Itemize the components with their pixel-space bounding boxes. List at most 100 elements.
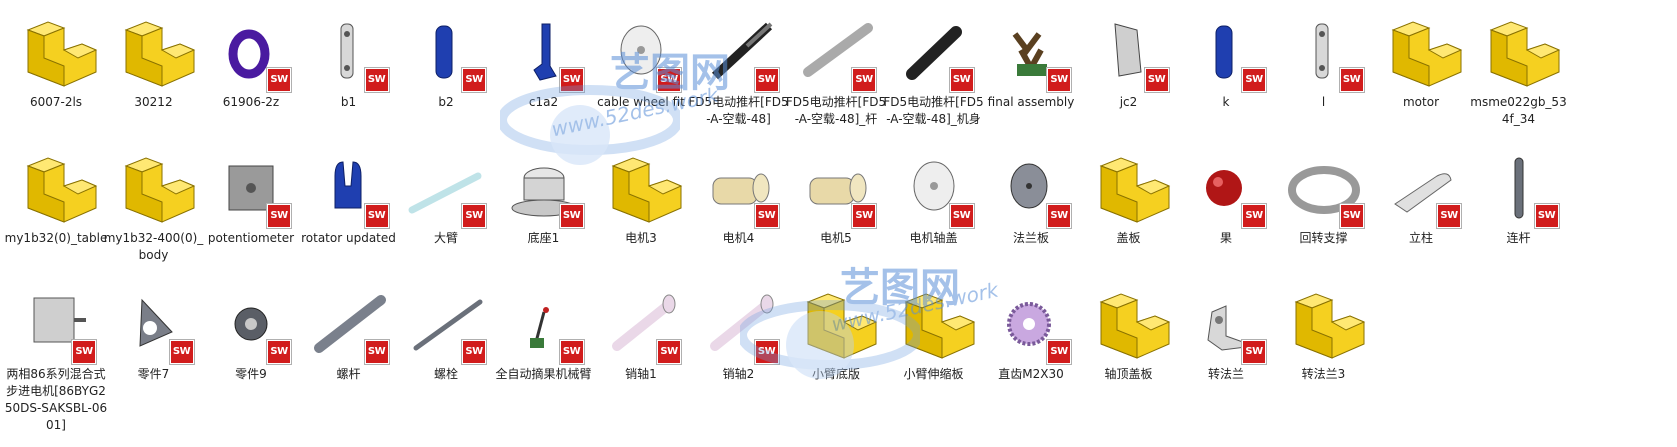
file-item[interactable]: msme022gb_534f_34 (1469, 10, 1569, 150)
file-item-label: my1b32(0)_table (4, 231, 108, 245)
solidworks-badge-icon: SW (267, 204, 291, 228)
solidworks-badge-icon: SW (1047, 340, 1071, 364)
solidworks-badge-icon: SW (1144, 68, 1169, 92)
actuator-part-icon (695, 10, 783, 92)
file-item-label: 大臂 (433, 231, 458, 245)
yellow-folder-icon (597, 146, 685, 228)
yellow-folder-icon (110, 146, 198, 228)
angle-bracket-part-icon (1182, 282, 1270, 364)
file-item-label: 法兰板 (1012, 231, 1049, 245)
file-item[interactable]: SW 法兰板 (981, 146, 1081, 286)
actuator-body-part-icon (890, 10, 978, 92)
file-item-label: 转法兰 (1207, 367, 1244, 381)
file-item[interactable]: SW 螺栓 (396, 282, 496, 422)
solidworks-badge-icon: SW (267, 68, 291, 92)
file-item[interactable]: motor (1371, 10, 1471, 150)
triangle-part-icon (110, 282, 198, 364)
solidworks-badge-icon: SW (1437, 204, 1461, 228)
pin-part-icon (597, 282, 685, 364)
blue-bracket-part-icon (402, 10, 490, 92)
yellow-folder-icon (1475, 10, 1563, 92)
file-item[interactable]: SW 直齿M2X30 (981, 282, 1081, 422)
file-item-label: 底座1 (527, 231, 560, 245)
file-item[interactable]: my1b32-400(0)_body (104, 146, 204, 286)
file-item-label: 连杆 (1506, 231, 1531, 245)
file-item-label: 电机5 (820, 231, 852, 245)
file-item[interactable]: SW 全自动摘果机械臂 (494, 282, 594, 422)
file-item-label: 螺栓 (433, 367, 458, 381)
solidworks-badge-icon: SW (462, 340, 486, 364)
motor-part-icon (695, 146, 783, 228)
file-item-label: 电机3 (625, 231, 657, 245)
file-item[interactable]: SW jc2 (1079, 10, 1179, 150)
file-item-label: 销轴1 (625, 367, 657, 381)
file-item[interactable]: 小臂底版 (786, 282, 886, 422)
file-item-label: 果 (1219, 231, 1232, 245)
solidworks-badge-icon: SW (72, 340, 96, 364)
file-item-label: potentiometer (207, 231, 295, 245)
file-item-label: 盖板 (1116, 231, 1141, 245)
file-item[interactable]: 6007-2ls (6, 10, 106, 150)
file-item[interactable]: 盖板 (1079, 146, 1179, 286)
yellow-folder-icon (12, 10, 100, 92)
file-item-label: 转法兰3 (1301, 367, 1346, 381)
file-item-label: 螺杆 (336, 367, 361, 381)
solidworks-badge-icon: SW (364, 68, 389, 92)
file-item-label: 全自动摘果机械臂 (495, 367, 592, 381)
bracket-part-icon (1280, 10, 1368, 92)
file-item[interactable]: SW 61906-2z (201, 10, 301, 150)
link-part-icon (1475, 146, 1563, 228)
file-item[interactable]: 轴顶盖板 (1079, 282, 1179, 422)
file-item-label: 销轴2 (722, 367, 755, 381)
file-item-label: 61906-2z (222, 95, 280, 109)
solidworks-badge-icon: SW (267, 340, 291, 364)
file-item[interactable]: my1b32(0)_table (4, 146, 108, 286)
file-item-label: 轴顶盖板 (1104, 367, 1153, 381)
stepper-motor-part-icon (12, 282, 100, 364)
file-item-label: jc2 (1119, 95, 1138, 109)
file-item[interactable]: SW 销轴2 (689, 282, 789, 422)
file-item[interactable]: 30212 (104, 10, 204, 150)
yellow-folder-icon (110, 10, 198, 92)
file-item[interactable]: 小臂伸缩板 (884, 282, 984, 422)
solidworks-badge-icon: SW (559, 340, 584, 364)
disc-part-icon (597, 10, 685, 92)
solidworks-badge-icon: SW (1534, 204, 1559, 228)
file-item-label: 6007-2ls (29, 95, 83, 109)
file-item[interactable]: SW potentiometer (201, 146, 301, 286)
solidworks-badge-icon: SW (1047, 204, 1071, 228)
file-item-label: rotator updated (301, 231, 396, 245)
solidworks-badge-icon: SW (754, 340, 779, 364)
file-item-label: 直齿M2X30 (998, 367, 1064, 381)
solidworks-badge-icon: SW (754, 68, 779, 92)
file-item[interactable]: 电机3 (591, 146, 691, 286)
file-item[interactable]: 转法兰3 (1274, 282, 1374, 422)
block-part-icon (207, 146, 295, 228)
